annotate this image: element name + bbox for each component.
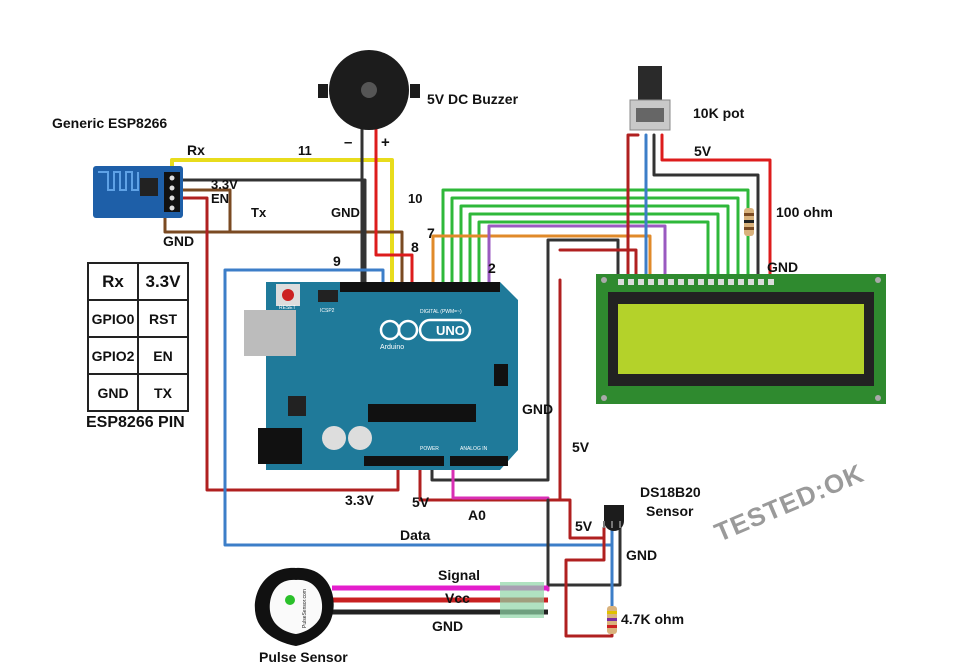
buzzer-label: 5V DC Buzzer	[427, 91, 519, 107]
vcc-label: Vcc	[445, 590, 470, 606]
wire-5v-right	[418, 248, 638, 502]
lcd-pin	[718, 279, 724, 285]
res-47k-label: 4.7K ohm	[621, 611, 684, 627]
pot-5v-label: 5V	[694, 143, 712, 159]
lcd-pin	[668, 279, 674, 285]
gnd-pulse-label: GND	[432, 618, 463, 634]
ds-gnd-label: GND	[626, 547, 657, 563]
esp8266-pin-table: Rx 3.3V GPIO0 RST GPIO2 EN GND TX	[87, 262, 189, 412]
ds18b20-label: DS18B20	[640, 484, 701, 500]
pulse-sensor-label: Pulse Sensor	[259, 649, 348, 665]
lcd-pin	[658, 279, 664, 285]
resistor-100-label: 100 ohm	[776, 204, 833, 220]
pin-table-title: ESP8266 PIN	[86, 414, 185, 431]
resistor-4k7	[607, 606, 617, 634]
signal-label: Signal	[438, 567, 480, 583]
buzzer-plus-label: +	[381, 134, 390, 151]
lcd-pin	[648, 279, 654, 285]
lcd-pin	[628, 279, 634, 285]
lcd-pin	[688, 279, 694, 285]
pin-2-label: 2	[488, 260, 496, 276]
gnd-right-label: GND	[522, 401, 553, 417]
wire-33v-red	[180, 196, 400, 492]
lcd-pin	[678, 279, 684, 285]
lcd-pin	[728, 279, 734, 285]
ds-5v-label: 5V	[575, 518, 593, 534]
pin-11-label: 11	[298, 143, 312, 158]
wire-data-blue	[223, 268, 614, 547]
board-arduino-text: Arduino	[380, 344, 404, 351]
arduino-uno-board	[244, 282, 518, 470]
a0-label: A0	[468, 507, 486, 523]
buzzer-minus-label: –	[344, 134, 352, 151]
pulse-brand-text: PulseSensor.com	[302, 589, 308, 628]
wire-tx-label: Tx	[251, 205, 267, 220]
wire-buzzer-plus	[374, 126, 414, 284]
ds-sensor-label: Sensor	[646, 503, 694, 519]
buzzer	[318, 50, 420, 130]
wire-33v-label: 3.3V	[211, 177, 238, 192]
board-digital-text: DIGITAL (PWM=~)	[420, 309, 462, 315]
pin-9-label: 9	[333, 253, 341, 269]
board-power-text: POWER	[420, 446, 439, 452]
5v-right-label: 5V	[572, 439, 590, 455]
pot-label: 10K pot	[693, 105, 745, 121]
wire-rx-label: Rx	[187, 142, 205, 158]
esp-module-label: Generic ESP8266	[52, 115, 167, 131]
lcd-pin	[768, 279, 774, 285]
lcd-pin	[758, 279, 764, 285]
pin-cell: Rx	[87, 262, 139, 301]
pin-cell: GND	[87, 373, 139, 412]
pin-8-label: 8	[411, 239, 419, 255]
board-uno-text: UNO	[436, 323, 465, 338]
resistor-100ohm	[744, 208, 754, 236]
pin-cell: GPIO0	[87, 299, 139, 338]
lcd-pin	[708, 279, 714, 285]
ds18b20-sensor	[603, 505, 624, 531]
board-reset-text: RESET	[279, 305, 296, 311]
wire-gnd-esp-label: GND	[163, 233, 194, 249]
wire-gnd-top-label: GND	[331, 205, 360, 220]
pin-10-label: 10	[408, 191, 422, 206]
pin-7-label: 7	[427, 225, 435, 241]
lcd-pin	[618, 279, 624, 285]
data-label: Data	[400, 527, 431, 543]
potentiometer	[629, 66, 671, 131]
wire-gnd-black	[180, 178, 367, 284]
esp8266-module	[93, 166, 183, 218]
wire-en-label: EN	[211, 191, 229, 206]
33v-bottom-label: 3.3V	[345, 492, 374, 508]
pulse-cable	[332, 582, 548, 618]
pin-cell: TX	[137, 373, 189, 412]
lcd-pin	[748, 279, 754, 285]
pin-cell: GPIO2	[87, 336, 139, 375]
pin-cell: 3.3V	[137, 262, 189, 301]
board-icsp2-text: ICSP2	[320, 308, 335, 314]
pin-cell: EN	[137, 336, 189, 375]
lcd-display	[596, 274, 886, 404]
lcd-pin	[638, 279, 644, 285]
pin-cell: RST	[137, 299, 189, 338]
board-analog-text: ANALOG IN	[460, 446, 488, 452]
lcd-pin	[738, 279, 744, 285]
lcd-pin	[698, 279, 704, 285]
wire-gnd-right	[430, 238, 620, 482]
wire-rx-yellow	[170, 158, 394, 284]
lcd-gnd-label: GND	[767, 259, 798, 275]
pulse-sensor	[254, 567, 334, 646]
5v-bottom-label: 5V	[412, 494, 430, 510]
